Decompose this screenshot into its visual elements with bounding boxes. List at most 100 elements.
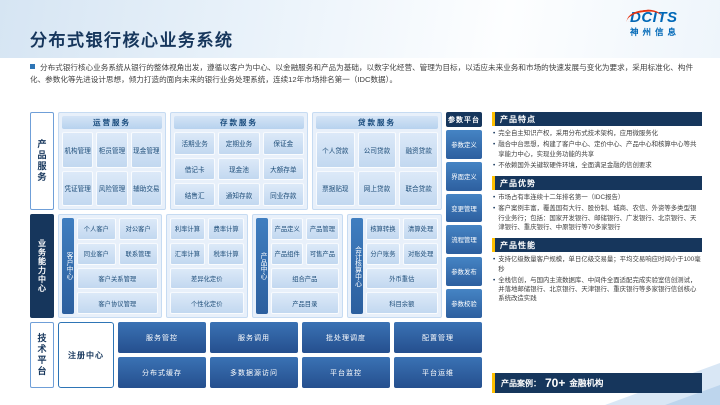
service-group-title: 贷款服务: [316, 116, 438, 129]
panel-section-bullets: •完全自主知识产权，采用分布式技术架构，应用微服务化•融合中台思想，构建了客户中…: [492, 126, 702, 171]
capability-center-row: 客户中心个人客户对公客户同业客户联系管理客户关系管理客户协议管理利率计算费率计算…: [58, 214, 442, 318]
cases-suffix: 金融机构: [569, 378, 604, 388]
capability-items-grid: 产品定义产品管理产品组件可售产品组合产品产品目录: [271, 218, 339, 314]
service-group: 贷款服务个人贷款公司贷款融资贷款票据贴现网上贷款联合贷款: [312, 112, 442, 210]
tech-platform-item: 批处理调度: [302, 322, 390, 353]
service-item: 机构管理: [62, 132, 94, 168]
capability-item: 核算转换: [365, 218, 401, 240]
capability-item: 同业客户: [77, 242, 116, 265]
cases-title: 产品案例：: [501, 378, 541, 388]
param-platform-items: 参数定义界面定义变更管理流程管理参数发布参数校验: [446, 130, 482, 318]
capability-item: 汇率计算: [169, 242, 206, 265]
tech-platform-item: 多数据源访问: [210, 357, 298, 388]
panel-bullet: •完全自主知识产权，采用分布式技术架构，应用微服务化: [493, 129, 701, 138]
service-group-title: 运营服务: [62, 116, 162, 129]
tech-platform-item: 分布式缓存: [118, 357, 206, 388]
service-item: 定期业务: [218, 132, 260, 155]
bullet-dot-icon: •: [493, 141, 496, 149]
capability-item-wide: 外币重估: [365, 267, 438, 290]
service-item: 活期业务: [174, 132, 216, 155]
product-cases-bar: 产品案例： 70+ 金融机构: [492, 373, 702, 393]
param-item: 参数校验: [446, 289, 482, 318]
diagram-bands: 运营服务机构管理柜员管理现金管理凭证管理风险管理辅助交易存款服务活期业务定期业务…: [58, 112, 442, 318]
capability-group-label: 会计核算中心: [350, 218, 363, 314]
capability-item: 对公客户: [118, 218, 158, 240]
dcits-logo: DCITS 神州信息: [625, 7, 700, 38]
capability-group-label: 客户中心: [62, 218, 74, 314]
service-item: 个人贷款: [316, 132, 355, 168]
panel-bullet: •市场占有率连续十二年排名第一（IDC报告）: [493, 193, 701, 202]
tech-platform-item: 平台运维: [394, 357, 482, 388]
panel-section: 产品特点•完全自主知识产权，采用分布式技术架构，应用微服务化•融合中台思想，构建…: [492, 112, 702, 171]
bullet-dot-icon: •: [493, 256, 496, 264]
registry-center-box: 注册中心: [58, 322, 114, 388]
tech-platform-item: 服务调用: [210, 322, 298, 353]
capability-item: 利率计算: [169, 218, 206, 240]
capability-item: 联系管理: [118, 242, 158, 265]
bullet-text: 完全自主知识产权，采用分布式技术架构，应用微服务化: [498, 130, 659, 137]
bullet-square-icon: [30, 64, 35, 69]
capability-items-grid: 利率计算费率计算汇率计算税率计算差异化定价个性化定价: [169, 218, 244, 314]
bullet-text: 融合中台思想，构建了客户中心、定价中心、产品中心和核算中心等共享能力中心，实现业…: [498, 141, 697, 158]
side-label-capability-center: 业务能力中心: [30, 214, 54, 318]
panel-section: 产品优势•市场占有率连续十二年排名第一（IDC报告）•客户案例丰富，覆盖国有大行…: [492, 176, 702, 233]
panel-section-title: 产品特点: [492, 112, 702, 126]
capability-item: 清算处理: [403, 218, 438, 240]
capability-item-wide: 科目余额: [365, 292, 438, 314]
service-items-grid: 个人贷款公司贷款融资贷款票据贴现网上贷款联合贷款: [316, 132, 438, 206]
capability-item-wide: 组合产品: [271, 267, 339, 290]
capability-items-grid: 个人客户对公客户同业客户联系管理客户关系管理客户协议管理: [77, 218, 158, 314]
service-item: 风险管理: [96, 170, 128, 206]
service-item: 网上贷款: [357, 170, 397, 206]
capability-group: 利率计算费率计算汇率计算税率计算差异化定价个性化定价: [165, 214, 248, 318]
capability-group: 产品中心产品定义产品管理产品组件可售产品组合产品产品目录: [252, 214, 343, 318]
service-item: 辅助交易: [130, 170, 162, 206]
bullet-dot-icon: •: [493, 161, 496, 169]
bullet-text: 市场占有率连续十二年排名第一（IDC报告）: [498, 194, 625, 202]
architecture-diagram: 产品服务 业务能力中心 技术平台 运营服务机构管理柜员管理现金管理凭证管理风险管…: [30, 112, 482, 388]
param-item: 变更管理: [446, 193, 482, 223]
service-items-grid: 机构管理柜员管理现金管理凭证管理风险管理辅助交易: [62, 132, 162, 206]
bullet-dot-icon: •: [493, 194, 496, 202]
service-item: 同业存款: [262, 183, 304, 206]
service-item: 现金池: [218, 157, 260, 181]
service-items-grid: 活期业务定期业务保证金借记卡现金池大额存单结售汇通知存款同业存款: [174, 132, 304, 206]
param-item: 参数发布: [446, 257, 482, 287]
capability-group: 会计核算中心核算转换清算处理分户账务对账处理外币重估科目余额: [346, 214, 442, 318]
capability-items-grid: 核算转换清算处理分户账务对账处理外币重估科目余额: [365, 218, 438, 314]
diagram-side-labels: 产品服务 业务能力中心 技术平台: [30, 112, 54, 388]
top-gradient-decoration: [0, 0, 720, 58]
service-item: 结售汇: [174, 183, 216, 206]
panel-bullet: •全栈信创，与国内主流数据库、中间件全面适配完成实验室信创测试，并落地邮储银行、…: [493, 276, 701, 304]
param-item: 流程管理: [446, 225, 482, 255]
panel-bullet: •支持亿级数量客户规模，单日亿级交易量；平均交易响应时间小于100毫秒: [493, 255, 701, 274]
capability-group-label: 产品中心: [256, 218, 268, 314]
service-item: 保证金: [262, 132, 304, 155]
service-item: 大额存单: [262, 157, 304, 181]
service-item: 现金管理: [130, 132, 162, 168]
service-item: 柜员管理: [96, 132, 128, 168]
param-platform-column: 参数平台 参数定义界面定义变更管理流程管理参数发布参数校验: [446, 112, 482, 318]
panel-section-bullets: •市场占有率连续十二年排名第一（IDC报告）•客户案例丰富，覆盖国有大行、股份制…: [492, 190, 702, 233]
service-item: 票据贴现: [316, 170, 355, 206]
panel-bullet: •客户案例丰富，覆盖国有大行、股份制、城商、农信、外资等多类型银行业务行；包括：…: [493, 204, 701, 232]
service-item: 公司贷款: [357, 132, 397, 168]
param-item: 参数定义: [446, 130, 482, 159]
bullet-dot-icon: •: [493, 276, 496, 284]
capability-item: 产品管理: [306, 218, 339, 240]
capability-item: 产品定义: [271, 218, 304, 240]
service-item: 融资贷款: [399, 132, 438, 168]
capability-item: 分户账务: [365, 242, 401, 265]
capability-item: 对账处理: [403, 242, 438, 265]
capability-item: 税率计算: [208, 242, 244, 265]
tech-platform-grid: 服务管控服务调用批处理调度配置管理分布式缓存多数据源访问平台监控平台运维: [118, 322, 482, 388]
tech-platform-item: 服务管控: [118, 322, 206, 353]
service-group: 存款服务活期业务定期业务保证金借记卡现金池大额存单结售汇通知存款同业存款: [170, 112, 308, 210]
panel-sections: 产品特点•完全自主知识产权，采用分布式技术架构，应用微服务化•融合中台思想，构建…: [492, 112, 702, 305]
panel-section-title: 产品性能: [492, 238, 702, 253]
diagram-main: 运营服务机构管理柜员管理现金管理凭证管理风险管理辅助交易存款服务活期业务定期业务…: [58, 112, 482, 388]
capability-item-wide: 差异化定价: [169, 267, 244, 290]
panel-section-title: 产品优势: [492, 176, 702, 191]
bullet-text: 客户案例丰富，覆盖国有大行、股份制、城商、农信、外资等多类型银行业务行；包括：国…: [498, 205, 697, 231]
